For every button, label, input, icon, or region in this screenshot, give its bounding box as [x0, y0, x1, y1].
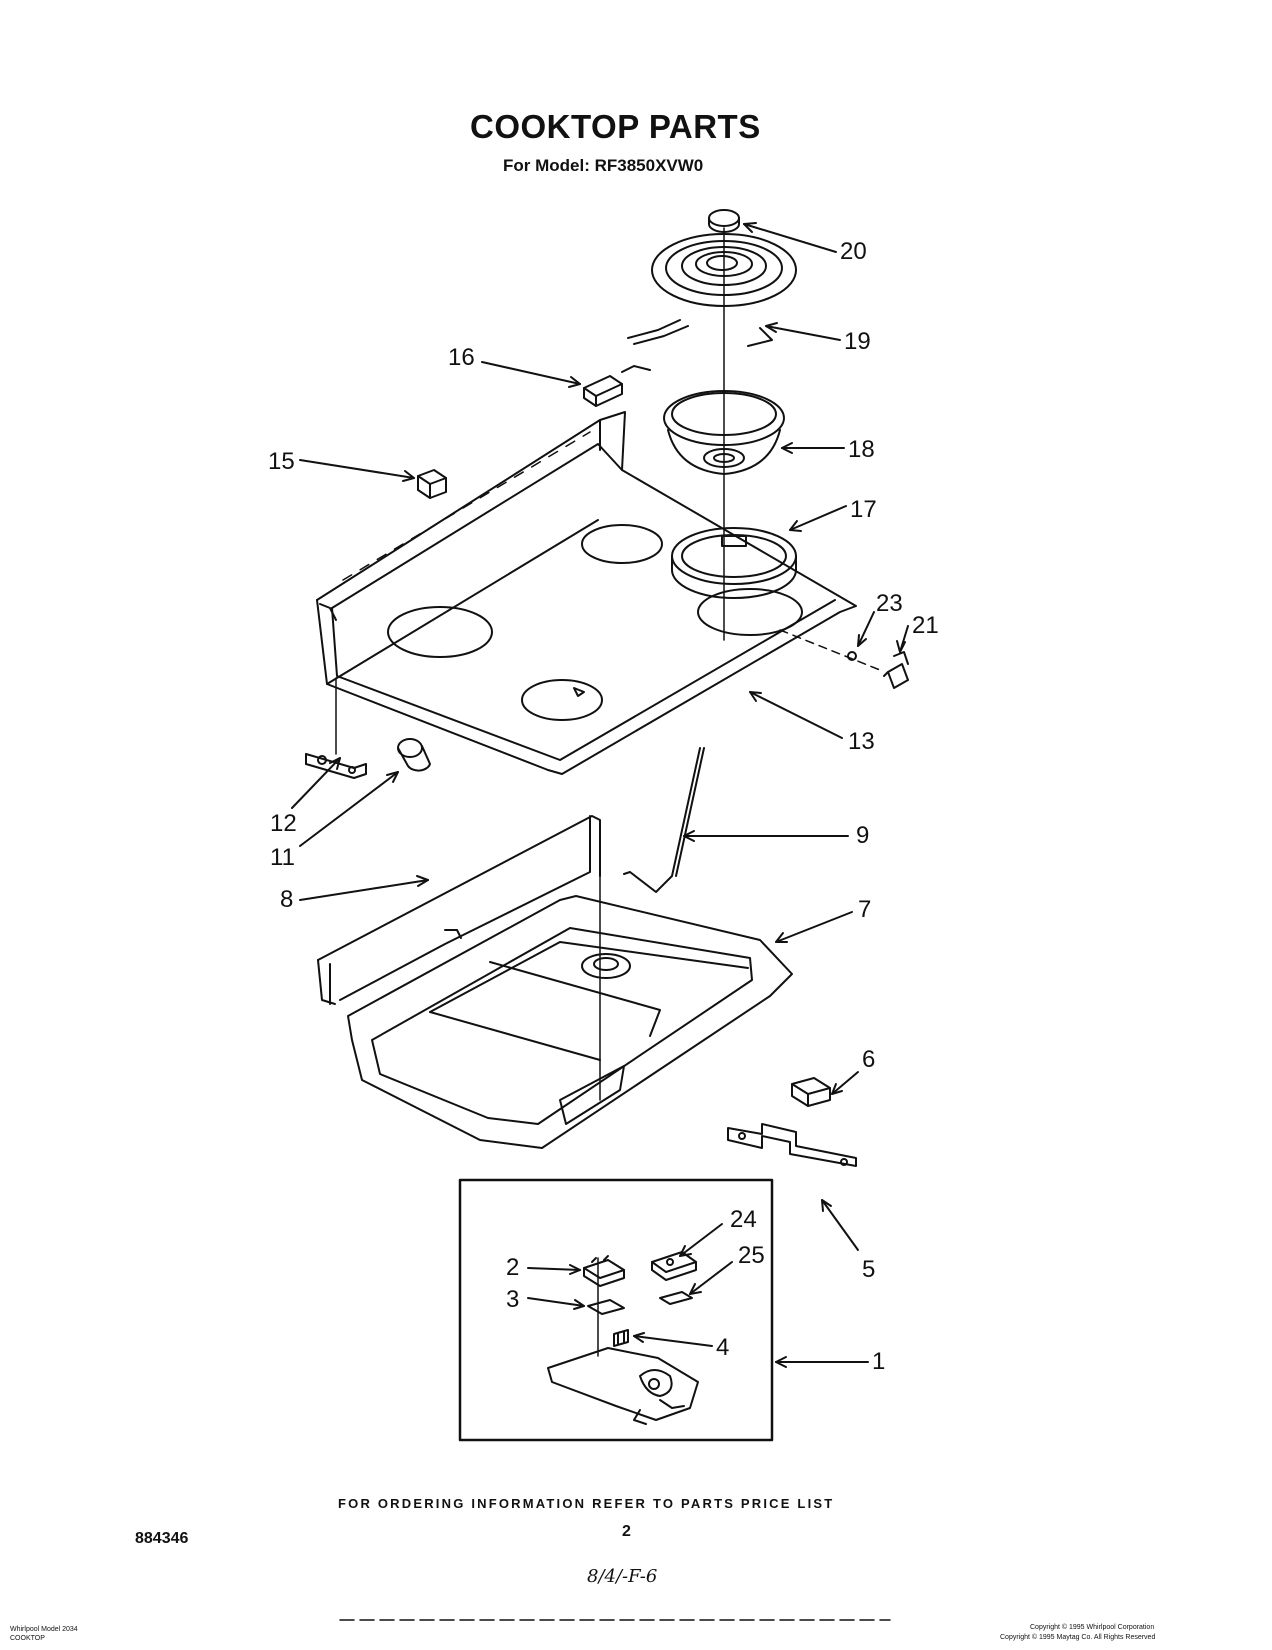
callout-18: 18	[848, 436, 875, 463]
callout-20: 20	[840, 238, 867, 265]
part-3-plate	[587, 1299, 625, 1315]
callout-24: 24	[730, 1206, 757, 1233]
callout-17: 17	[850, 496, 877, 523]
part-11-spacer	[397, 738, 431, 772]
footer-right-line-2: Copyright © 1995 Maytag Co. All Rights R…	[1000, 1634, 1156, 1641]
part-21-bracket	[883, 651, 909, 689]
callout-8: 8	[280, 886, 294, 913]
part-9-rod	[623, 747, 705, 893]
part-12-bracket	[305, 753, 367, 779]
callout-21: 21	[912, 612, 939, 639]
part-6-clip	[791, 1077, 831, 1107]
part-1-inset-box	[458, 1178, 774, 1442]
document-number: 884346	[135, 1530, 189, 1547]
model-line: For Model: RF3850XVW0	[503, 156, 704, 175]
page-number: 2	[622, 1523, 631, 1540]
part-4-clip	[613, 1329, 629, 1347]
callout-11: 11	[270, 844, 295, 871]
callout-5: 5	[862, 1256, 876, 1283]
callout-23: 23	[876, 590, 903, 617]
callout-15: 15	[268, 448, 295, 475]
callout-25: 25	[738, 1242, 765, 1269]
part-13-main-top	[316, 411, 857, 775]
footer-left-line-1: Whirlpool Model 2034	[10, 1626, 78, 1633]
callout-19: 19	[844, 328, 871, 355]
callout-7: 7	[858, 896, 872, 923]
part-16-terminal-block	[583, 365, 651, 407]
part-23-screw	[847, 651, 857, 661]
part-1-switch-assembly	[547, 1257, 699, 1425]
part-25-plate	[659, 1291, 693, 1305]
part-7-burner-box	[347, 829, 793, 1149]
callout-3: 3	[506, 1286, 520, 1313]
footer-left-line-2: COOKTOP	[10, 1635, 45, 1642]
part-8-front-panel	[317, 815, 601, 1005]
ordering-note: FOR ORDERING INFORMATION REFER TO PARTS …	[338, 1496, 835, 1511]
callout-6: 6	[862, 1046, 876, 1073]
callout-4: 4	[716, 1334, 730, 1361]
part-19-surface-element	[627, 233, 797, 347]
footer-right-line-1: Copyright © 1995 Whirlpool Corporation	[1030, 1624, 1155, 1631]
leader-lines	[291, 222, 909, 1368]
part-17-trim-ring	[671, 527, 797, 599]
page-title: COOKTOP PARTS	[470, 108, 761, 145]
callout-2: 2	[506, 1254, 520, 1281]
callout-1: 1	[872, 1348, 886, 1375]
callout-13: 13	[848, 728, 875, 755]
part-5-bracket	[727, 1123, 857, 1167]
callout-16: 16	[448, 344, 475, 371]
part-2-switch	[583, 1255, 625, 1287]
handwritten-note: 8/4/-F-6	[587, 1566, 658, 1587]
part-24-switch	[651, 1251, 697, 1281]
callout-9: 9	[856, 822, 870, 849]
part-15-clip	[417, 469, 447, 499]
callout-12: 12	[270, 810, 297, 837]
